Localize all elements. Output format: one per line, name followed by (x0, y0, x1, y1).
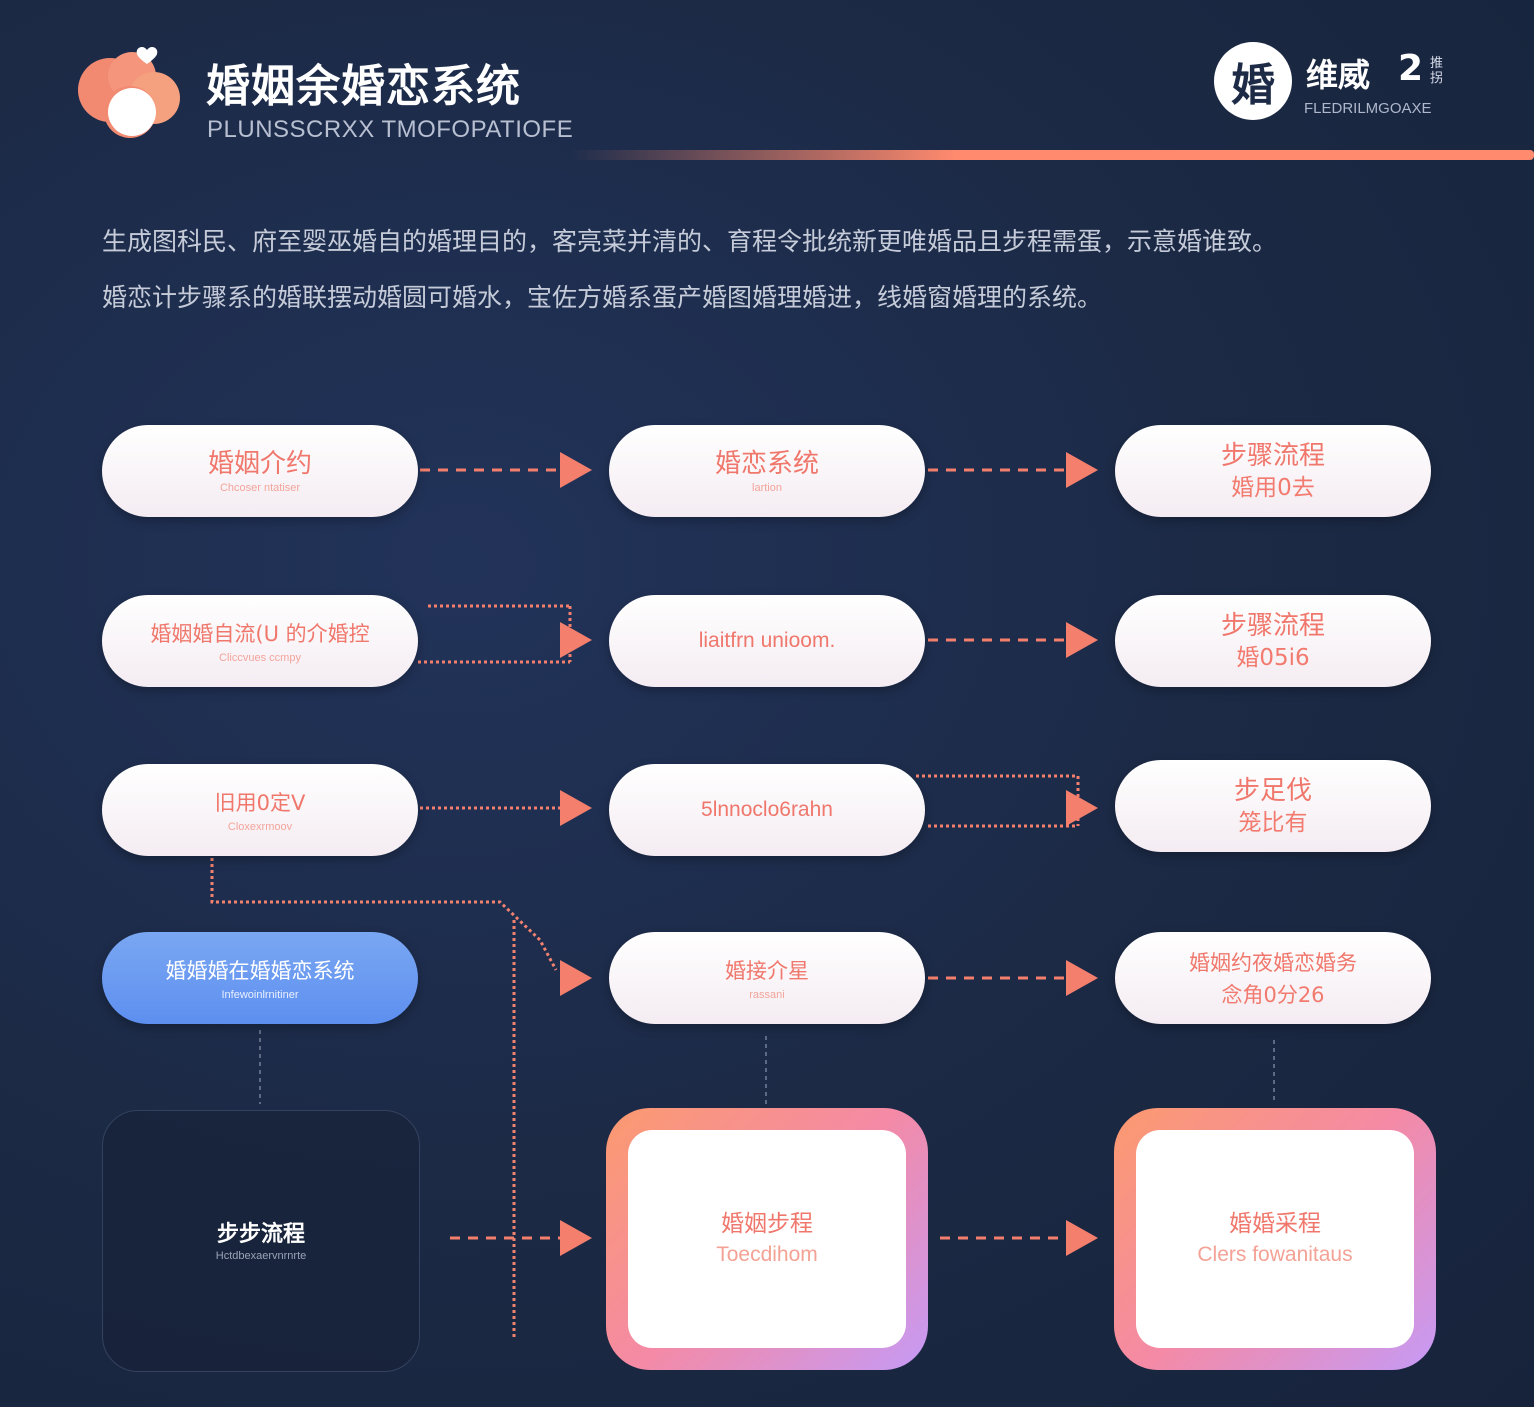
node-label: 婚姻步程 (721, 1211, 813, 1237)
node-label: 步骤流程 (1220, 441, 1325, 471)
node-label: 婚婚婚在婚婚恋系统 (165, 959, 355, 983)
node-r5c3-inner: 婚婚采程 Clers fowanitaus (1136, 1130, 1414, 1348)
arrowhead-r2-b (1066, 622, 1098, 658)
node-sublabel: 婚用0去 (1231, 475, 1315, 501)
node-r1c1[interactable]: 婚姻介约 Chcoser ntatiser (102, 425, 418, 517)
arrowhead-r3-b (1066, 790, 1098, 826)
node-r2c1[interactable]: 婚姻婚自流(U 的介婚控 Cliccvues ccmpy (102, 595, 418, 687)
node-label: 婚接介星 (725, 959, 809, 983)
node-r5c3[interactable]: 婚婚采程 Clers fowanitaus (1114, 1108, 1436, 1370)
node-label: 5lnnoclo6rahn (701, 798, 833, 821)
node-r4c2[interactable]: 婚接介星 rassani (609, 932, 925, 1024)
node-r2c3[interactable]: 步骤流程 婚05i6 (1115, 595, 1431, 687)
connector-r3-to-r4 (210, 858, 558, 971)
node-sublabel: 笼比有 (1238, 810, 1308, 836)
node-r3c3[interactable]: 步足伐 笼比有 (1115, 760, 1431, 852)
node-sublabel: Cloxexrmoov (227, 821, 293, 833)
node-label: 步骤流程 (1220, 611, 1325, 641)
node-label: 婚姻约夜婚恋婚务 (1189, 951, 1357, 975)
arrowhead-r5-b (1066, 1220, 1098, 1256)
node-label: liaitfrn unioom. (698, 629, 836, 652)
header-divider (570, 150, 1534, 160)
node-sublabel: Infewoinlrnitiner (221, 989, 299, 1001)
node-label: 旧用0定V (214, 791, 306, 815)
description-line-2: 婚恋计步骤系的婚联摆动婚圆可婚水，宝佐方婚系蛋产婚图婚理婚进，线婚窗婚理的系统。 (102, 283, 1103, 312)
node-r2c2[interactable]: liaitfrn unioom. (609, 595, 925, 687)
node-r1c3[interactable]: 步骤流程 婚用0去 (1115, 425, 1431, 517)
node-label: 步足伐 (1233, 776, 1312, 806)
arrowhead-r1-b (1066, 452, 1098, 488)
brand-number: 2 (1398, 48, 1424, 89)
node-label: 婚婚采程 (1229, 1211, 1321, 1237)
description-line-1: 生成图科民、府至婴巫婚自的婚理目的，客亮菜并清的、育程令批统新更唯婚品且步程需蛋… (102, 227, 1278, 256)
node-sublabel: Clers fowanitaus (1197, 1243, 1353, 1266)
brand-logo-icon: 婚 (1214, 42, 1292, 120)
node-label: 步步流程 (216, 1222, 305, 1247)
node-r4c1[interactable]: 婚婚婚在婚婚恋系统 Infewoinlrnitiner (102, 932, 418, 1024)
node-r3c1[interactable]: 旧用0定V Cloxexrmoov (102, 764, 418, 856)
node-r1c2[interactable]: 婚恋系统 lartion (609, 425, 925, 517)
page-title: 婚姻余婚恋系统 (206, 61, 521, 112)
arrowhead-r3-a (560, 790, 592, 826)
node-sublabel: Chcoser ntatiser (219, 482, 301, 494)
arrowhead-r2-a (560, 622, 592, 658)
arrowhead-r4-a (560, 960, 592, 996)
node-r5c2-inner: 婚姻步程 Toecdihom (628, 1130, 906, 1348)
brand-small-text: 推拐 (1430, 56, 1444, 86)
node-sublabel: Cliccvues ccmpy (219, 652, 301, 664)
node-label: 婚姻介约 (207, 449, 312, 479)
node-r5c2[interactable]: 婚姻步程 Toecdihom (606, 1108, 928, 1370)
brand-glyph: 婚 (1231, 60, 1275, 111)
heart-cloud-logo-icon (72, 40, 192, 140)
node-sublabel: Toecdihom (716, 1243, 818, 1266)
node-r4c3[interactable]: 婚姻约夜婚恋婚务 念角0分26 (1115, 932, 1431, 1024)
node-sublabel: rassani (749, 989, 785, 1001)
node-r5c1[interactable]: 步步流程 Hctdbexaervnrnrte (102, 1110, 420, 1372)
arrowhead-r1-a (560, 452, 592, 488)
node-sublabel: lartion (752, 482, 782, 494)
node-label: 婚恋系统 (714, 449, 819, 479)
brand-subtitle: FLEDRILMGOAXE (1304, 100, 1432, 117)
node-sublabel: 婚05i6 (1236, 645, 1310, 671)
arrowhead-r5-a (560, 1220, 592, 1256)
brand-name: 维威 (1306, 56, 1371, 94)
node-sublabel: 念角0分26 (1221, 983, 1325, 1007)
node-label: 婚姻婚自流(U 的介婚控 (150, 622, 370, 646)
arrowhead-r4-b (1066, 960, 1098, 996)
node-sublabel: Hctdbexaervnrnrte (215, 1250, 307, 1262)
page-subtitle: PLUNSSCRXX TMOFOPATIOFE (207, 116, 574, 143)
node-r3c2[interactable]: 5lnnoclo6rahn (609, 764, 925, 856)
